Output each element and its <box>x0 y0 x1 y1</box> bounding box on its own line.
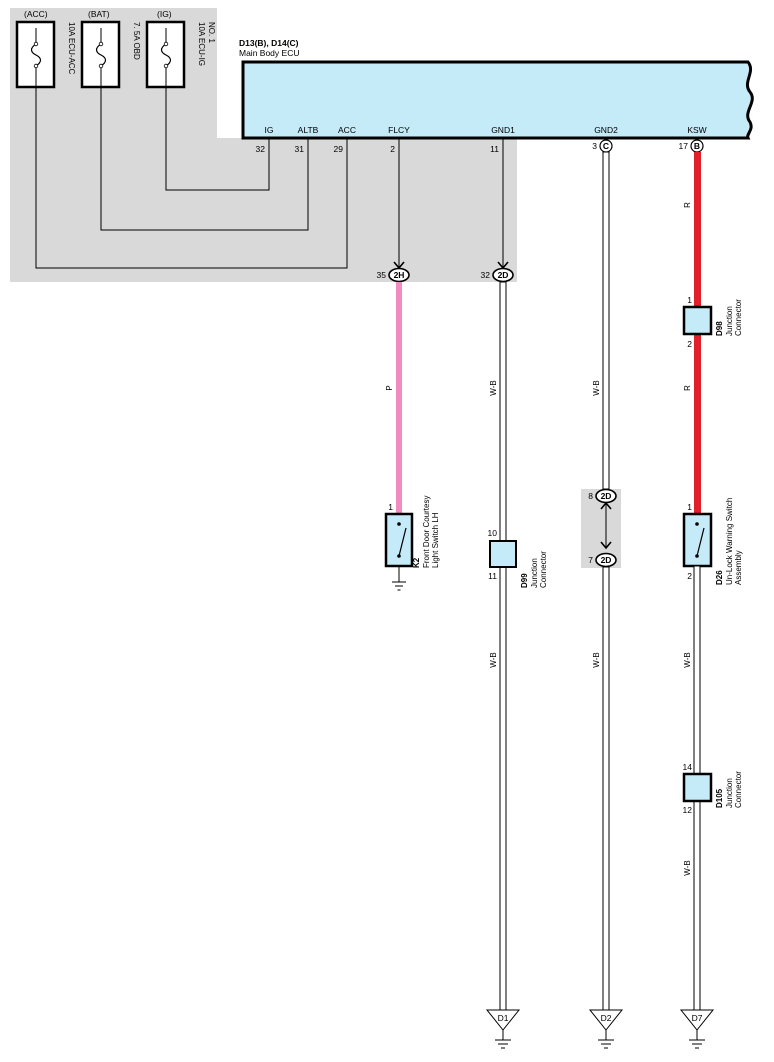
ecu-terminal-altb: ALTB <box>298 125 319 135</box>
gnd2-inline-bottom-code: 2D <box>601 555 612 565</box>
d99-name: Junction <box>530 558 539 588</box>
ecu-conn-b: B <box>694 141 700 151</box>
ecu-pin-flcy: 2 <box>390 144 395 154</box>
inline-2h-pin: 35 <box>377 270 387 280</box>
wire-flcy-color: P <box>385 385 394 390</box>
ecu-pin-ig: 32 <box>256 144 266 154</box>
d26-switch <box>682 512 713 568</box>
wire-ksw-color-upper: R <box>683 202 692 208</box>
d105-code: D105 <box>715 788 724 808</box>
ecu-terminal-ig: IG <box>265 125 274 135</box>
ground-d1-label: D1 <box>498 1013 509 1023</box>
ground-d7-icon <box>679 1009 715 1049</box>
d105-junction <box>682 772 713 803</box>
ground-d2-label: D2 <box>601 1013 612 1023</box>
d26-code: D26 <box>715 570 724 585</box>
wire-gnd2-lower <box>602 566 610 1011</box>
d99-junction <box>489 540 517 568</box>
ecu-name: Main Body ECU <box>239 48 299 58</box>
d105-pin-top: 14 <box>683 762 693 772</box>
fuse-area-shade <box>10 8 517 282</box>
gnd2-inline-bottom-pin: 7 <box>588 555 593 565</box>
d98-pin-top: 1 <box>687 295 692 305</box>
wire-flcy-pink <box>396 282 402 514</box>
fuse-ig-label-2: NO. 1 <box>207 22 216 43</box>
d98-code: D98 <box>715 321 724 336</box>
wire-gnd1-color-lower: W-B <box>489 652 498 667</box>
d99-code: D99 <box>520 573 529 588</box>
d98-name-2: Connector <box>734 299 743 336</box>
d105-pin-bottom: 12 <box>683 805 693 815</box>
d99-pin-bottom: 11 <box>488 571 497 581</box>
d26-name: Un-Lock Warning Switch <box>725 498 734 585</box>
wire-altb-internal <box>100 84 309 231</box>
ground-d7-label: D7 <box>692 1013 703 1023</box>
k2-pin: 1 <box>388 502 393 512</box>
ecu-terminal-flcy: FLCY <box>388 125 410 135</box>
fuse-bat-supply: (BAT) <box>88 9 110 19</box>
wire-ig-internal <box>165 84 270 191</box>
wire-gnd2-upper <box>602 151 610 490</box>
fuse-acc-supply: (ACC) <box>24 9 48 19</box>
d105-name: Junction <box>725 778 734 808</box>
fuse-acc-label: 10A ECU-ACC <box>67 22 76 75</box>
ecu-pin-altb: 31 <box>295 144 305 154</box>
ground-d2-icon <box>588 1009 624 1049</box>
d26-pin-top: 1 <box>687 502 692 512</box>
fuse-bat <box>80 20 121 89</box>
wire-gnd1 <box>499 281 507 1011</box>
wire-gnd2-color-upper: W-B <box>592 380 601 395</box>
wire-gnd1-color-upper: W-B <box>489 380 498 395</box>
inline-2d-code: 2D <box>498 270 509 280</box>
gnd2-inline-top-code: 2D <box>601 491 612 501</box>
ecu-terminal-gnd1: GND1 <box>491 125 515 135</box>
ecu-terminal-acc: ACC <box>338 125 356 135</box>
wire-ksw-color-lower: W-B <box>683 652 692 667</box>
k2-switch <box>384 512 414 568</box>
ecu-pin-acc: 29 <box>334 144 344 154</box>
fuse-ig <box>145 20 186 89</box>
d26-pin-bottom: 2 <box>687 571 692 581</box>
k2-name-2: Light Switch LH <box>431 512 440 568</box>
d99-pin-top: 10 <box>488 528 498 538</box>
d26-name-2: Assembly <box>734 550 743 585</box>
inline-2d-pin: 32 <box>481 270 491 280</box>
wire-gnd2-color-lower: W-B <box>592 652 601 667</box>
ecu-pin-gnd2: 3 <box>592 141 597 151</box>
wire-ksw-color-bottom: W-B <box>683 860 692 875</box>
ecu-terminal-gnd2: GND2 <box>594 125 618 135</box>
k2-name: Front Door Courtesy <box>422 496 431 568</box>
fuse-ig-label: 10A ECU-IG <box>197 22 206 66</box>
ecu-pin-ksw: 17 <box>679 141 689 151</box>
d98-name: Junction <box>725 306 734 336</box>
d98-pin-bottom: 2 <box>687 339 692 349</box>
ecu-code: D13(B), D14(C) <box>239 38 299 48</box>
k2-ground-icon <box>392 581 406 591</box>
d105-name-2: Connector <box>734 771 743 808</box>
ecu-terminal-ksw: KSW <box>687 125 706 135</box>
inline-2h-code: 2H <box>394 270 405 280</box>
d99-name-2: Connector <box>539 551 548 588</box>
ecu-pin-gnd1: 11 <box>490 144 499 154</box>
fuse-ig-supply: (IG) <box>157 9 172 19</box>
gnd2-inline-top-pin: 8 <box>588 491 593 501</box>
fuse-acc <box>15 20 56 89</box>
ecu-box <box>241 60 754 140</box>
wire-acc-internal <box>35 84 348 269</box>
ecu-conn-c: C <box>603 141 609 151</box>
d98-junction <box>682 305 713 336</box>
ground-d1-icon <box>485 1009 521 1049</box>
k2-code: K2 <box>412 557 421 568</box>
wire-ksw-color-middle: R <box>683 385 692 391</box>
fuse-bat-label: 7. 5A OBD <box>132 22 141 60</box>
